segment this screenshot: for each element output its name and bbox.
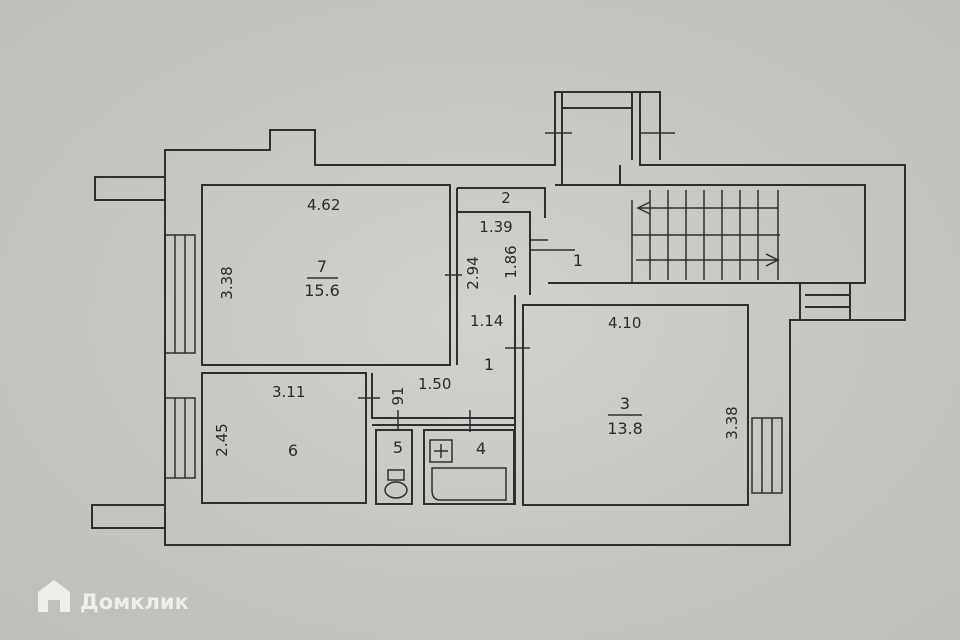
hall-lower-walls xyxy=(371,373,515,426)
hall-dim-a: 1.14 xyxy=(470,312,503,330)
window-room-7 xyxy=(164,234,196,354)
room-6-height: 2.45 xyxy=(213,423,231,456)
left-stub-top xyxy=(94,176,165,201)
closet-height: 1.86 xyxy=(502,245,520,278)
balcony-pillar xyxy=(640,91,661,160)
room-5-number: 5 xyxy=(393,438,403,457)
room-6-outline xyxy=(201,372,367,504)
room-3-outline xyxy=(522,304,749,506)
left-stub-bottom xyxy=(91,504,165,529)
room-3-height: 3.38 xyxy=(723,406,741,439)
watermark: Домклик xyxy=(38,580,189,614)
room-7-height: 3.38 xyxy=(218,266,236,299)
room-6-number: 6 xyxy=(288,441,298,460)
room-3-number: 3 xyxy=(620,394,630,413)
room-3-width: 4.10 xyxy=(608,314,641,332)
room-7-side: 2.94 xyxy=(464,256,482,289)
watermark-text: Домклик xyxy=(80,590,189,614)
stair-block xyxy=(548,165,866,284)
room-4-outline xyxy=(423,429,515,505)
hall-dim-b: 1.50 xyxy=(418,375,451,393)
hall-walls xyxy=(456,187,546,505)
bathtub-icon xyxy=(431,467,507,501)
house-logo-icon xyxy=(38,580,70,612)
door-markers xyxy=(358,132,675,432)
balcony xyxy=(561,92,633,185)
window-room-6 xyxy=(164,397,196,479)
room-3-area: 13.8 xyxy=(607,419,643,438)
fixtures xyxy=(384,439,507,501)
room-6-width: 3.11 xyxy=(272,383,305,401)
entry-steps xyxy=(799,283,851,321)
window-room-3 xyxy=(751,417,783,494)
stair-number: 1 xyxy=(573,251,583,270)
hall-number: 1 xyxy=(484,355,494,374)
closet-number: 2 xyxy=(501,189,511,207)
room-5-outline xyxy=(375,429,413,505)
room-7-width: 4.62 xyxy=(307,196,340,214)
room-7-area: 15.6 xyxy=(304,281,340,300)
sink-icon xyxy=(429,439,453,463)
walls xyxy=(91,91,906,546)
room-4-number: 4 xyxy=(476,439,486,458)
room-7-number: 7 xyxy=(317,257,327,276)
room-5-dim: 91 xyxy=(389,386,407,405)
toilet-icon xyxy=(384,481,408,499)
closet-width: 1.39 xyxy=(479,218,512,236)
windows xyxy=(164,234,783,494)
stair-treads xyxy=(631,190,780,283)
